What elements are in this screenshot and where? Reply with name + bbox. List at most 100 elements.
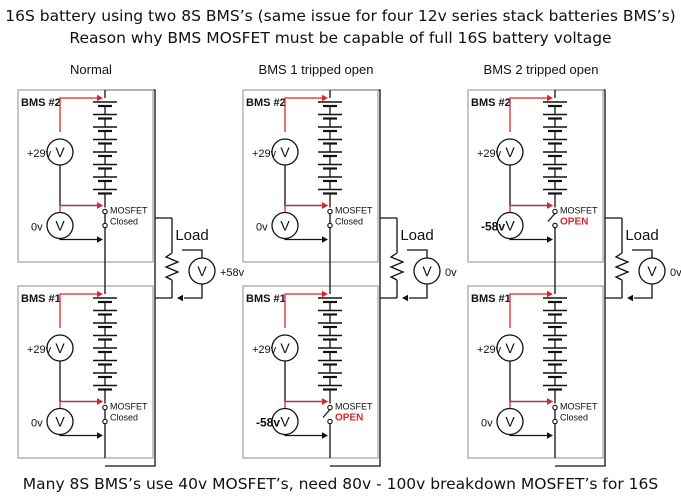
mosfet-contact-top [327,404,333,411]
sense-wire-top [59,293,100,328]
title-line-1: 16S battery using two 8S BMS’s (same iss… [5,7,676,25]
battery-cells [93,90,117,195]
bms-box [17,89,154,263]
bms-label: BMS #2 [471,97,511,109]
mosfet-voltage: -58v [481,220,505,234]
cell-voltage: +29v [27,148,52,160]
voltmeter-symbol: V [55,144,65,160]
battery-cells [93,286,117,391]
bms-box [467,89,604,263]
mosfet-voltage: 0v [31,418,43,430]
mosfet-sense-wire-bottom [509,434,550,437]
sense-wire-top [59,97,100,132]
bms-label: BMS #1 [471,293,511,305]
panel-heading: Normal [70,62,112,77]
mosfet-sense-wire-top [59,204,100,213]
sense-arrow-top [322,94,328,102]
load-branch [380,217,405,299]
mosfet-sense-arrow [547,398,553,405]
mosfet-state: Closed [110,413,138,423]
voltmeter-circle [188,257,216,285]
mosfet-state: Closed [560,413,588,423]
voltmeter-symbol: V [280,144,290,160]
sense-arrow-top [97,94,103,102]
mosfet-label: MOSFET [335,402,373,412]
voltmeter-icon: V [496,211,524,240]
voltmeter-symbol: V [197,263,207,279]
bms-label: BMS #1 [246,293,286,305]
cell-voltage: +29v [252,344,277,356]
sense-wire-top [284,293,325,328]
mosfet-sense-arrow-bottom [97,432,103,439]
battery-cells [318,90,342,195]
mosfet-contact-top [102,208,108,215]
voltmeter-symbol: V [280,414,290,430]
mosfet-contact-top [102,404,108,411]
mosfet-sense-arrow-bottom [322,236,328,243]
mosfet-voltage: -58v [256,416,280,430]
sense-arrow-top [322,290,328,298]
sense-wire-bottom [284,165,325,207]
load-voltage: 0v [445,267,457,279]
load-resistor-icon [389,252,405,281]
voltmeter-symbol: V [505,340,515,356]
mosfet-sense-wire-bottom [509,238,550,241]
mosfet-voltage: 0v [31,222,43,234]
battery-cells [543,90,567,195]
panel-heading: BMS 1 tripped open [259,62,374,77]
cell-voltage: +29v [252,148,277,160]
load-label: Load [625,227,658,244]
sense-wire-top [509,293,550,328]
sense-arrow-top [97,290,103,298]
load-meter-lead-top [632,249,653,258]
mosfet-label: MOSFET [560,402,598,412]
mosfet-contact-top [327,208,333,215]
mosfet-sense-arrow-bottom [97,236,103,243]
mosfet-sense-arrow-bottom [547,236,553,243]
mosfet-state: Closed [335,217,363,227]
voltmeter-icon: V [496,407,524,436]
mosfet-sense-arrow [322,398,328,405]
load-meter-lead-bottom [409,284,428,299]
voltmeter-circle [413,257,441,285]
mosfet-sense-arrow [547,202,553,209]
mosfet-switch-open-icon [547,213,556,222]
sense-arrow-top [547,290,553,298]
mosfet-contact-bottom [102,418,108,425]
voltmeter-symbol: V [280,218,290,234]
voltmeter-symbol: V [55,218,65,234]
load-voltage: 0v [670,267,681,279]
mosfet-voltage: 0v [256,222,268,234]
load-meter-lead-top [182,249,203,258]
mosfet-contact-top [552,208,558,215]
load-meter-arrow [177,294,183,302]
mosfet-sense-wire-top [284,400,325,409]
load-meter-arrow [627,294,633,302]
mosfet-sense-wire-bottom [59,238,100,241]
mosfet-contact-bottom [552,222,558,229]
sense-wire-top [284,97,325,132]
bms-box [17,285,154,459]
mosfet-sense-wire-bottom [59,434,100,437]
bms-box [242,89,379,263]
mosfet-state: Closed [110,217,138,227]
mosfet-label: MOSFET [110,402,148,412]
voltmeter-circle [638,257,666,285]
mosfet-sense-arrow-bottom [322,432,328,439]
mosfet-contact-bottom [552,418,558,425]
voltmeter-icon: V [46,334,74,362]
sense-wire-bottom [509,361,550,403]
mosfet-contact-bottom [327,418,333,425]
voltmeter-symbol: V [505,218,515,234]
mosfet-state: OPEN [560,217,588,228]
load-voltage: +58v [220,267,245,279]
load-meter-lead-bottom [634,284,653,299]
mosfet-contact-bottom [102,222,108,229]
mosfet-label: MOSFET [110,206,148,216]
